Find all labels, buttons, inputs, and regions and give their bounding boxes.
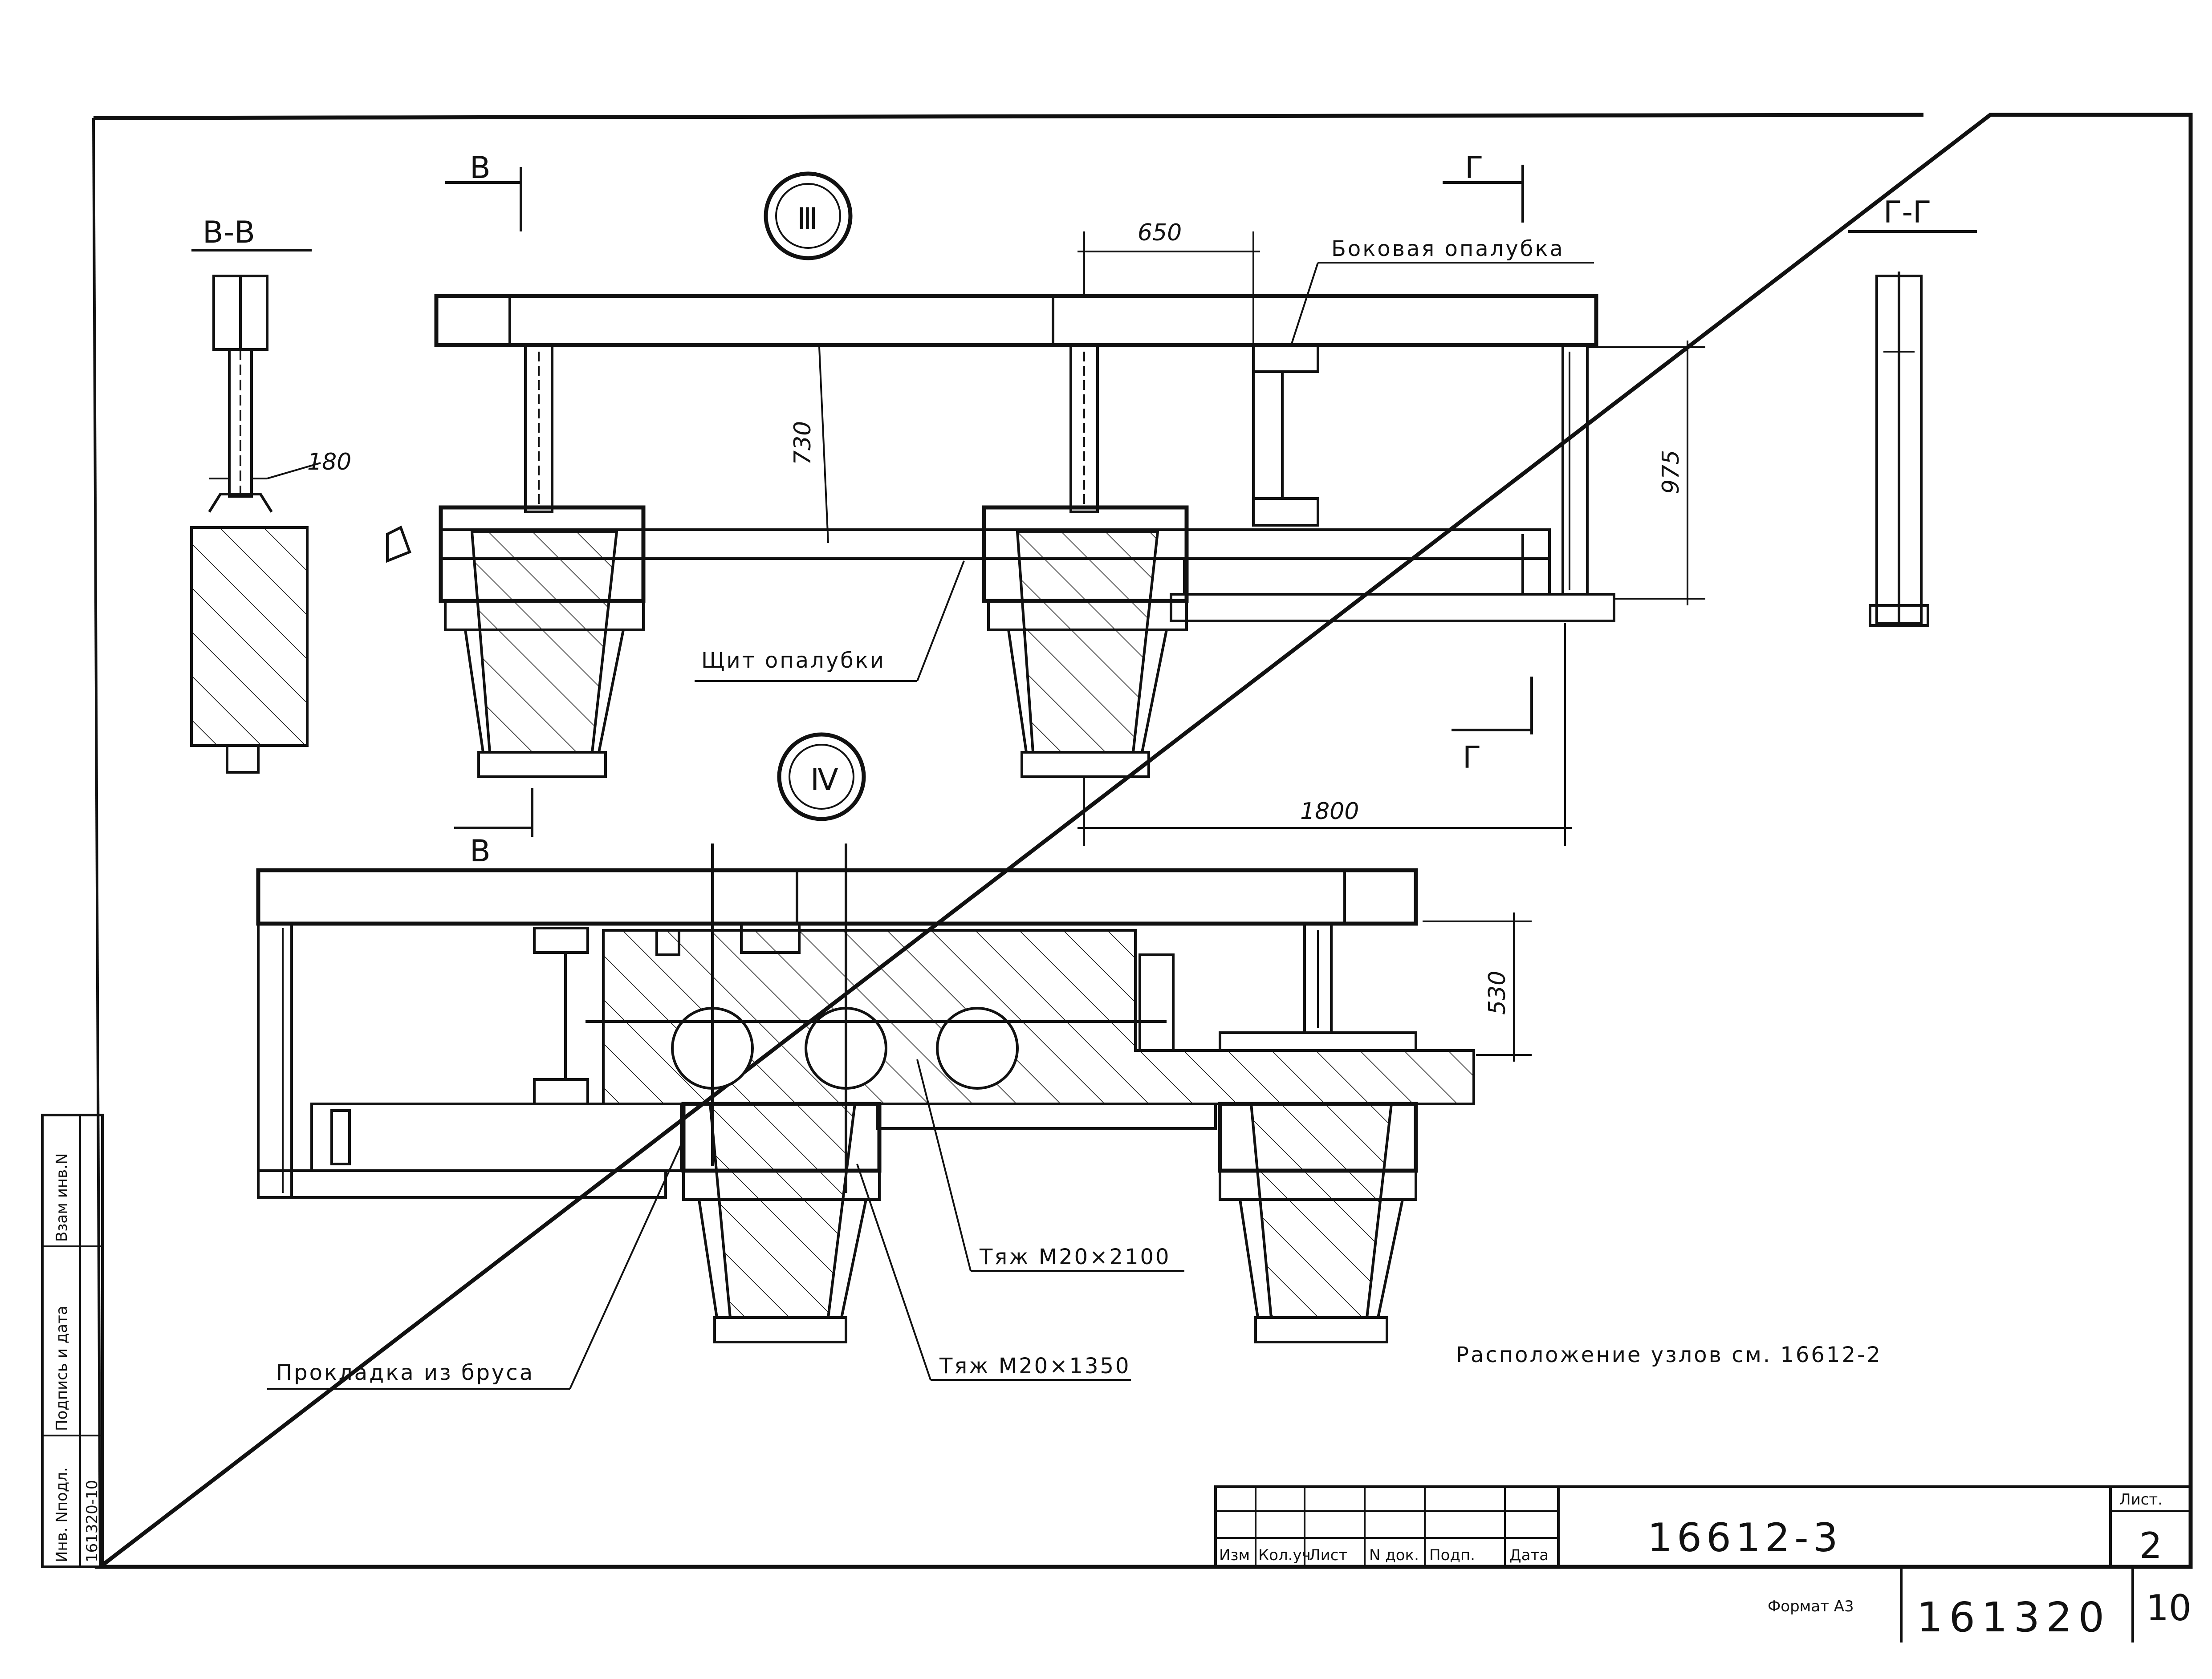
tb-header-qty: Кол.уч xyxy=(1258,1546,1311,1564)
label-tie-2100: Тяж М20×2100 xyxy=(979,1245,1171,1269)
node-iii-marker: Ⅲ xyxy=(797,202,818,237)
node-iii-view: Ⅲ В Г xyxy=(386,150,1705,846)
format-label: Формат А3 xyxy=(1768,1598,1854,1615)
title-block: Изм Кол.уч Лист N док. Подп. Дата 16612-… xyxy=(1214,1485,2192,1568)
side-stamp: Взам инв.N Подпись и дата Инв. Nподл. 16… xyxy=(41,1114,104,1568)
tb-header-change: Изм xyxy=(1219,1546,1250,1564)
cut-v-lower: В xyxy=(470,834,491,869)
dim-530: 530 xyxy=(1484,971,1511,1015)
page-number: 10 xyxy=(2146,1587,2192,1629)
dim-650: 650 xyxy=(1138,219,1182,246)
stamp-inventory-number: 161320-10 xyxy=(83,1480,101,1562)
label-formwork-panel: Щит опалубки xyxy=(701,648,886,673)
node-iv-view: Ⅳ В xyxy=(256,732,1882,1390)
section-vv: В-В 180 xyxy=(190,215,351,774)
tb-header-sheet: Лист xyxy=(1309,1546,1347,1564)
tb-sheet-number: 2 xyxy=(2139,1525,2162,1566)
stamp-label-signature: Подпись и дата xyxy=(53,1306,71,1431)
section-vv-title: В-В xyxy=(203,215,255,250)
dim-975: 975 xyxy=(1658,450,1684,494)
section-gg: Г-Г xyxy=(1848,195,1977,627)
dim-180: 180 xyxy=(307,449,351,475)
tb-sheet-label: Лист. xyxy=(2119,1491,2163,1509)
cut-v-upper: В xyxy=(470,150,491,186)
tb-header-signature: Подп. xyxy=(1429,1546,1475,1564)
section-gg-title: Г-Г xyxy=(1883,195,1931,230)
dim-730: 730 xyxy=(789,421,816,465)
footer: Формат А3 161320 10 xyxy=(1768,1567,2192,1642)
label-side-formwork: Боковая опалубка xyxy=(1331,236,1565,261)
archive-number: 161320 xyxy=(1917,1594,2110,1641)
tb-document-code: 16612-3 xyxy=(1647,1515,1842,1561)
dim-1800: 1800 xyxy=(1300,798,1359,825)
tb-header-date: Дата xyxy=(1509,1546,1549,1564)
cut-g-lower: Г xyxy=(1463,740,1481,775)
node-iv-marker: Ⅳ xyxy=(810,762,838,798)
stamp-label-replacement: Взам инв.N xyxy=(53,1153,71,1242)
label-tie-1350: Тяж М20×1350 xyxy=(939,1354,1131,1379)
stamp-label-inventory: Инв. Nподл. xyxy=(53,1467,71,1562)
note-node-locations: Расположение узлов см. 16612-2 xyxy=(1456,1342,1882,1367)
label-timber-spacer: Прокладка из бруса xyxy=(276,1360,534,1385)
cut-g-upper: Г xyxy=(1465,150,1483,186)
tb-header-doc: N док. xyxy=(1369,1546,1419,1564)
